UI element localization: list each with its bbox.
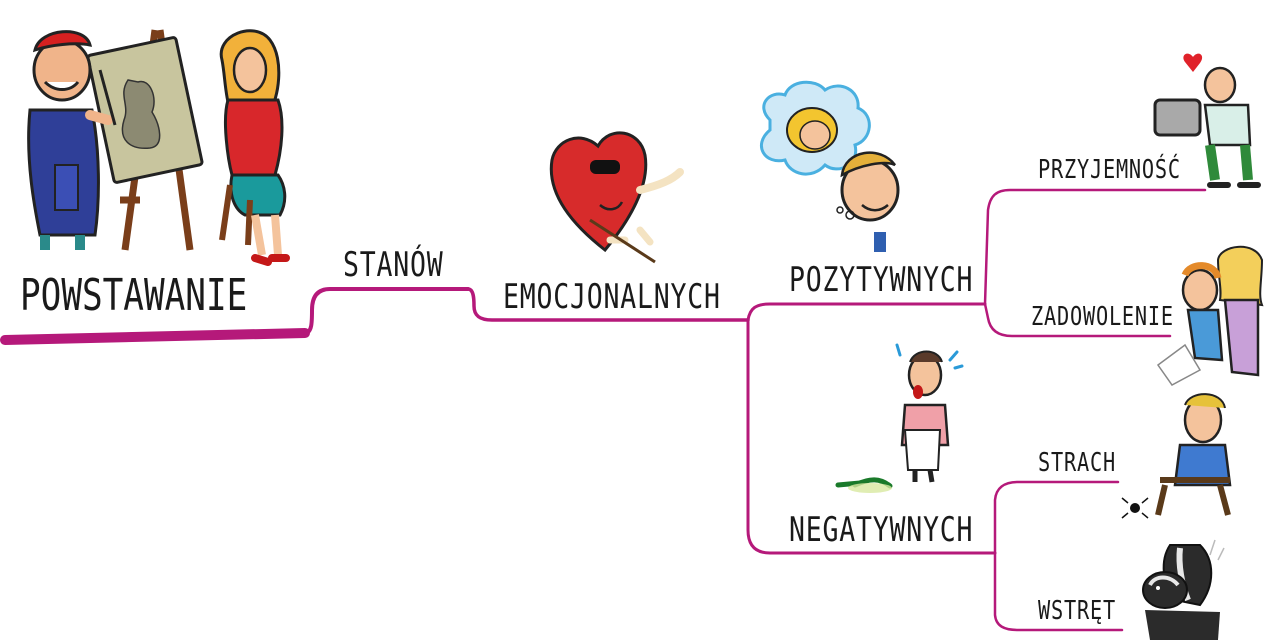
root-underline <box>0 328 310 345</box>
blind-heart-icon <box>549 131 684 264</box>
node-root: POWSTAWANIE <box>20 270 248 321</box>
branch-pozytywnych <box>746 302 987 322</box>
node-negatywnych: NEGATYWNYCH <box>789 510 974 550</box>
happy-couple-icon <box>1156 245 1264 386</box>
branch-przyjemnosc <box>983 188 1207 306</box>
node-strach: STRACH <box>1038 448 1116 478</box>
skunk-icon <box>1142 539 1225 640</box>
node-emocjonalnych: EMOCJONALNYCH <box>503 277 721 317</box>
model-woman-icon <box>219 29 290 266</box>
daydream-couple-icon <box>759 80 900 252</box>
branch-strach <box>993 480 1120 555</box>
scared-man-icon <box>1121 393 1232 519</box>
branch-stanow <box>303 287 470 335</box>
node-pozytywnych: POZYTYWNYCH <box>789 260 974 300</box>
node-zadowolenie: ZADOWOLENIE <box>1031 302 1174 332</box>
branch-wstret <box>993 551 1124 632</box>
node-wstret: WSTRĘT <box>1038 596 1116 626</box>
branch-zadowolenie <box>983 302 1172 338</box>
branch-negatywnych <box>746 318 997 555</box>
sweating-waiter-icon <box>835 343 964 493</box>
node-przyjemnosc: PRZYJEMNOŚĆ <box>1038 155 1181 185</box>
painter-icon <box>27 29 204 251</box>
node-stanow: STANÓW <box>343 245 444 285</box>
branch-emocjonalnych <box>466 287 750 322</box>
embracing-computer-icon <box>1153 53 1261 188</box>
